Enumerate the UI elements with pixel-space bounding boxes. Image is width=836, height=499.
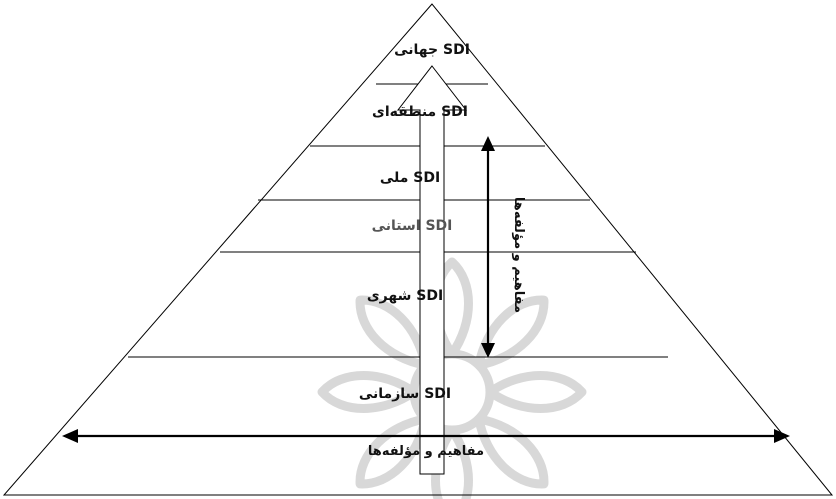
- level-label-urban: SDI شهری: [367, 288, 443, 304]
- level-text: شهری: [367, 288, 412, 304]
- level-label-organizational: SDI سازمانی: [359, 386, 451, 402]
- level-text: منطقه‌ای: [372, 104, 436, 120]
- level-label-regional: SDI منطقه‌ای: [372, 104, 468, 120]
- level-text: استانی: [372, 218, 421, 234]
- level-prefix: SDI: [425, 218, 452, 234]
- watermark-emblem: [322, 262, 582, 499]
- vertical-axis-label: مفاهیم و مؤلفه‌ها: [511, 197, 526, 313]
- level-prefix: SDI: [424, 386, 451, 402]
- level-prefix: SDI: [443, 42, 470, 58]
- level-text: جهانی: [394, 42, 438, 58]
- level-label-provincial: SDI استانی: [372, 218, 453, 234]
- level-text: ملی: [380, 170, 409, 186]
- level-prefix: SDI: [416, 288, 443, 304]
- level-prefix: SDI: [441, 104, 468, 120]
- level-text: سازمانی: [359, 386, 419, 402]
- level-label-national: SDI ملی: [380, 170, 440, 186]
- level-prefix: SDI: [413, 170, 440, 186]
- level-label-global: SDI جهانی: [394, 42, 470, 58]
- horizontal-axis-label: مفاهیم و مؤلفه‌ها: [368, 444, 484, 459]
